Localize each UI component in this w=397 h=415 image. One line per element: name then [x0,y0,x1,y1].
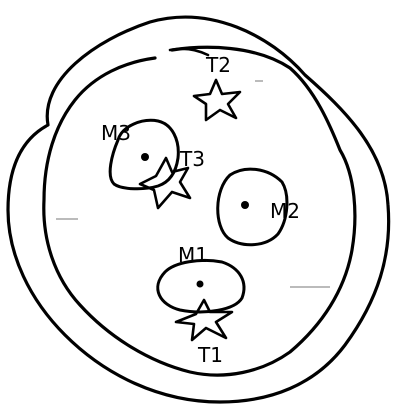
target-t1-label: T1 [197,343,223,367]
target-t1-star-icon [176,300,232,340]
region-m2-center-dot [241,201,249,209]
target-t3-label: T3 [179,147,205,171]
target-t2-star-icon [194,80,240,120]
scan-speck [290,286,330,288]
scan-speck [255,80,263,82]
region-m1-label: M1 [178,243,208,267]
region-m2-label: M2 [270,199,300,223]
inner-boundary-tail [170,49,208,55]
region-m3-label: M3 [101,121,131,145]
scan-speck [56,218,78,220]
region-m1-center-dot [197,281,204,288]
target-t2-label: T2 [205,53,231,77]
region-m3-center-dot [141,153,149,161]
